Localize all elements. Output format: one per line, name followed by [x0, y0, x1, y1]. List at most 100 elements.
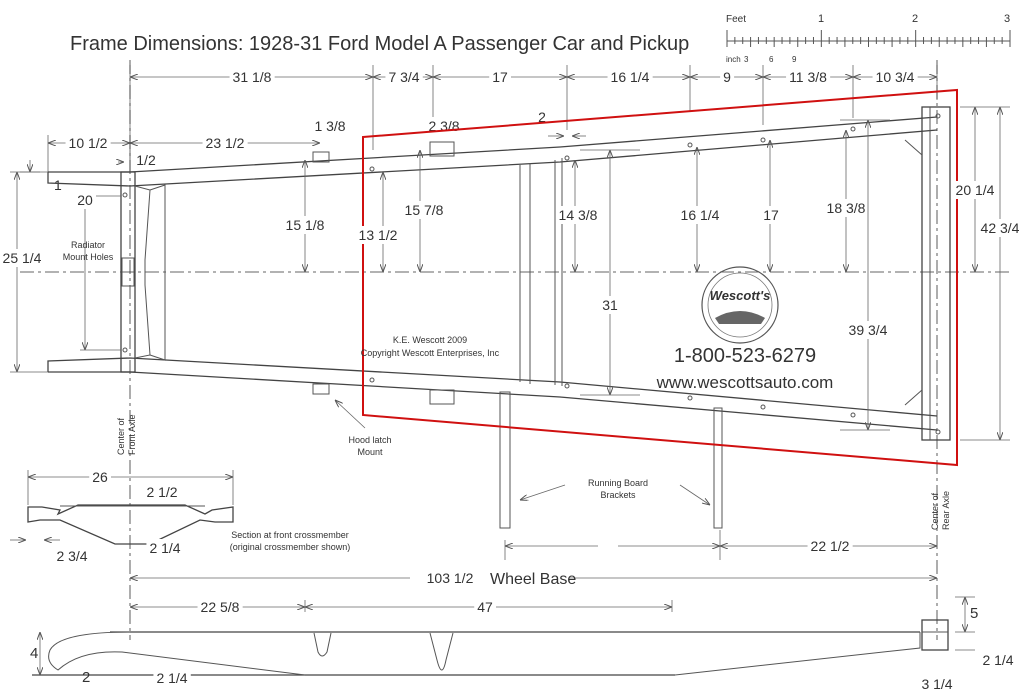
dim-11-3-8: 11 3/8 — [786, 68, 831, 86]
radiator-label-2: Mount Holes — [63, 252, 114, 262]
dim-text: 16 1/4 — [681, 207, 720, 223]
dim-label-bg — [977, 219, 1023, 237]
dim-2-3-4: 2 3/4 — [53, 547, 91, 565]
crossmember-section: 26 2 1/2 2 1/4 2 3/4 Section at front cr… — [10, 468, 350, 565]
dim-label-bg — [555, 206, 601, 224]
dim-label-bg — [311, 117, 349, 135]
dim-label-bg — [807, 537, 853, 555]
dim-103-1-2: 103 1/2 — [427, 570, 474, 586]
dim-label-bg — [229, 68, 275, 86]
dim-text: 2 1/4 — [149, 540, 180, 556]
dim-label-bg — [53, 547, 91, 565]
dim-26: 26 — [89, 468, 111, 486]
dim-label-bg — [0, 249, 45, 267]
dim-text: 31 — [602, 297, 618, 313]
radiator-label-1: Radiator — [71, 240, 105, 250]
frame-side-view: 22 5/8 47 4 2 2 1/4 5 2 1/4 3 1/4 — [30, 596, 1017, 693]
wescotts-logo: Wescott's — [701, 266, 779, 344]
dim-label-bg — [760, 206, 782, 224]
dim-10-3-4: 10 3/4 — [872, 68, 918, 86]
dim-text: 15 1/8 — [286, 217, 325, 233]
dim-text: 2 3/4 — [56, 548, 87, 564]
dim-label-bg — [720, 68, 735, 86]
dim-label-bg — [385, 68, 423, 86]
front-axle-label-1: Center of — [116, 417, 126, 455]
rear-axle-label-2: Rear Axle — [941, 491, 951, 530]
dim-text: 16 1/4 — [611, 69, 650, 85]
frame-top-view — [47, 106, 951, 529]
dim-10-1-2: 10 1/2 — [65, 134, 111, 152]
dim-label-bg — [607, 68, 653, 86]
dim-text: 2 — [538, 109, 546, 125]
dim-label-bg — [202, 134, 248, 152]
dim-text: 2 1/2 — [146, 484, 177, 500]
dim-20-1-4: 20 1/4 — [952, 181, 998, 199]
dim-text: 10 1/2 — [69, 135, 108, 151]
dim-text: 18 3/8 — [827, 200, 866, 216]
dim-label-bg — [872, 68, 918, 86]
dim-text: 42 3/4 — [981, 220, 1020, 236]
rear-axle-label: Center of Rear Axle — [930, 491, 951, 530]
dim-label-bg — [146, 539, 184, 557]
dim-2-1-4-front: 2 1/4 — [153, 669, 191, 687]
dim-14-3-8: 14 3/8 — [555, 206, 601, 224]
dim-text: 1/2 — [136, 152, 156, 168]
dim-text: 39 3/4 — [849, 322, 888, 338]
scale-inch-3: 3 — [744, 55, 749, 64]
dim-20: 20 — [74, 191, 96, 209]
dim-2-radius: 2 — [82, 669, 90, 686]
dim-label-bg — [535, 108, 550, 126]
dim-text: 11 3/8 — [789, 69, 827, 85]
dim-text: 22 1/2 — [811, 538, 850, 554]
dim-18-3-8: 18 3/8 — [823, 199, 869, 217]
running-board-label-1: Running Board — [588, 478, 648, 488]
dim-text: 26 — [92, 469, 108, 485]
author-label: K.E. Wescott 2009 — [393, 335, 467, 345]
dim-17: 17 — [489, 68, 511, 86]
dim-4: 4 — [30, 645, 38, 662]
front-axle-label-2: Front Axle — [127, 414, 137, 455]
dim-label-bg — [153, 669, 191, 687]
dim-label-bg — [197, 598, 243, 616]
dim-22-1-2: 22 1/2 — [807, 537, 853, 555]
copyright-label: Copyright Wescott Enterprises, Inc — [361, 348, 500, 358]
hood-latch-bracket-top — [312, 151, 330, 163]
dim-1-2: 1/2 — [133, 151, 159, 169]
dim-2-1-4-rear: 2 1/4 — [979, 651, 1017, 669]
dim-text: 22 5/8 — [201, 599, 240, 615]
dim-label-bg — [74, 191, 96, 209]
dim-text: 2 1/4 — [982, 652, 1013, 668]
running-board-bracket-1 — [499, 391, 511, 529]
dim-1: 1 — [54, 177, 62, 193]
website-link[interactable]: www.wescottsauto.com — [656, 373, 834, 392]
dim-16-1-4: 16 1/4 — [677, 206, 723, 224]
dim-label-bg — [599, 296, 621, 314]
dim-label-bg — [489, 68, 511, 86]
dim-2-1-2: 2 1/2 — [143, 483, 181, 501]
section-label-1: Section at front crossmember — [231, 530, 349, 540]
hood-latch-label-1: Hood latch — [348, 435, 391, 445]
running-board-bracket-2 — [713, 407, 723, 529]
front-axle-label: Center of Front Axle — [116, 414, 137, 455]
dim-text: 17 — [492, 69, 508, 85]
dim-text: 20 — [77, 192, 93, 208]
dim-39-3-4: 39 3/4 — [845, 321, 891, 339]
dim-label-bg — [677, 206, 723, 224]
dim-42-3-4: 42 3/4 — [977, 219, 1023, 237]
scale-inch-label: inch — [726, 55, 741, 64]
dim-23-1-2: 23 1/2 — [202, 134, 248, 152]
wheel-base-dimension: 103 1/2 Wheel Base — [410, 566, 576, 588]
dim-label-bg — [952, 181, 998, 199]
dim-25-1-4: 25 1/4 — [0, 249, 45, 267]
dim-text: 25 1/4 — [3, 250, 42, 266]
bracket-bottom — [429, 389, 455, 405]
scale-tick-1: 1 — [818, 13, 824, 25]
scale-inch-6: 6 — [769, 55, 774, 64]
scale-inch-9: 9 — [792, 55, 797, 64]
running-board-label-2: Brackets — [600, 490, 636, 500]
dim-label-bg — [401, 201, 447, 219]
dim-7-3-4: 7 3/4 — [385, 68, 423, 86]
front-dimensions: 10 1/2 23 1/2 1/2 1 3/8 2 3/8 2 1 — [20, 108, 586, 193]
dim-5: 5 — [970, 605, 978, 622]
